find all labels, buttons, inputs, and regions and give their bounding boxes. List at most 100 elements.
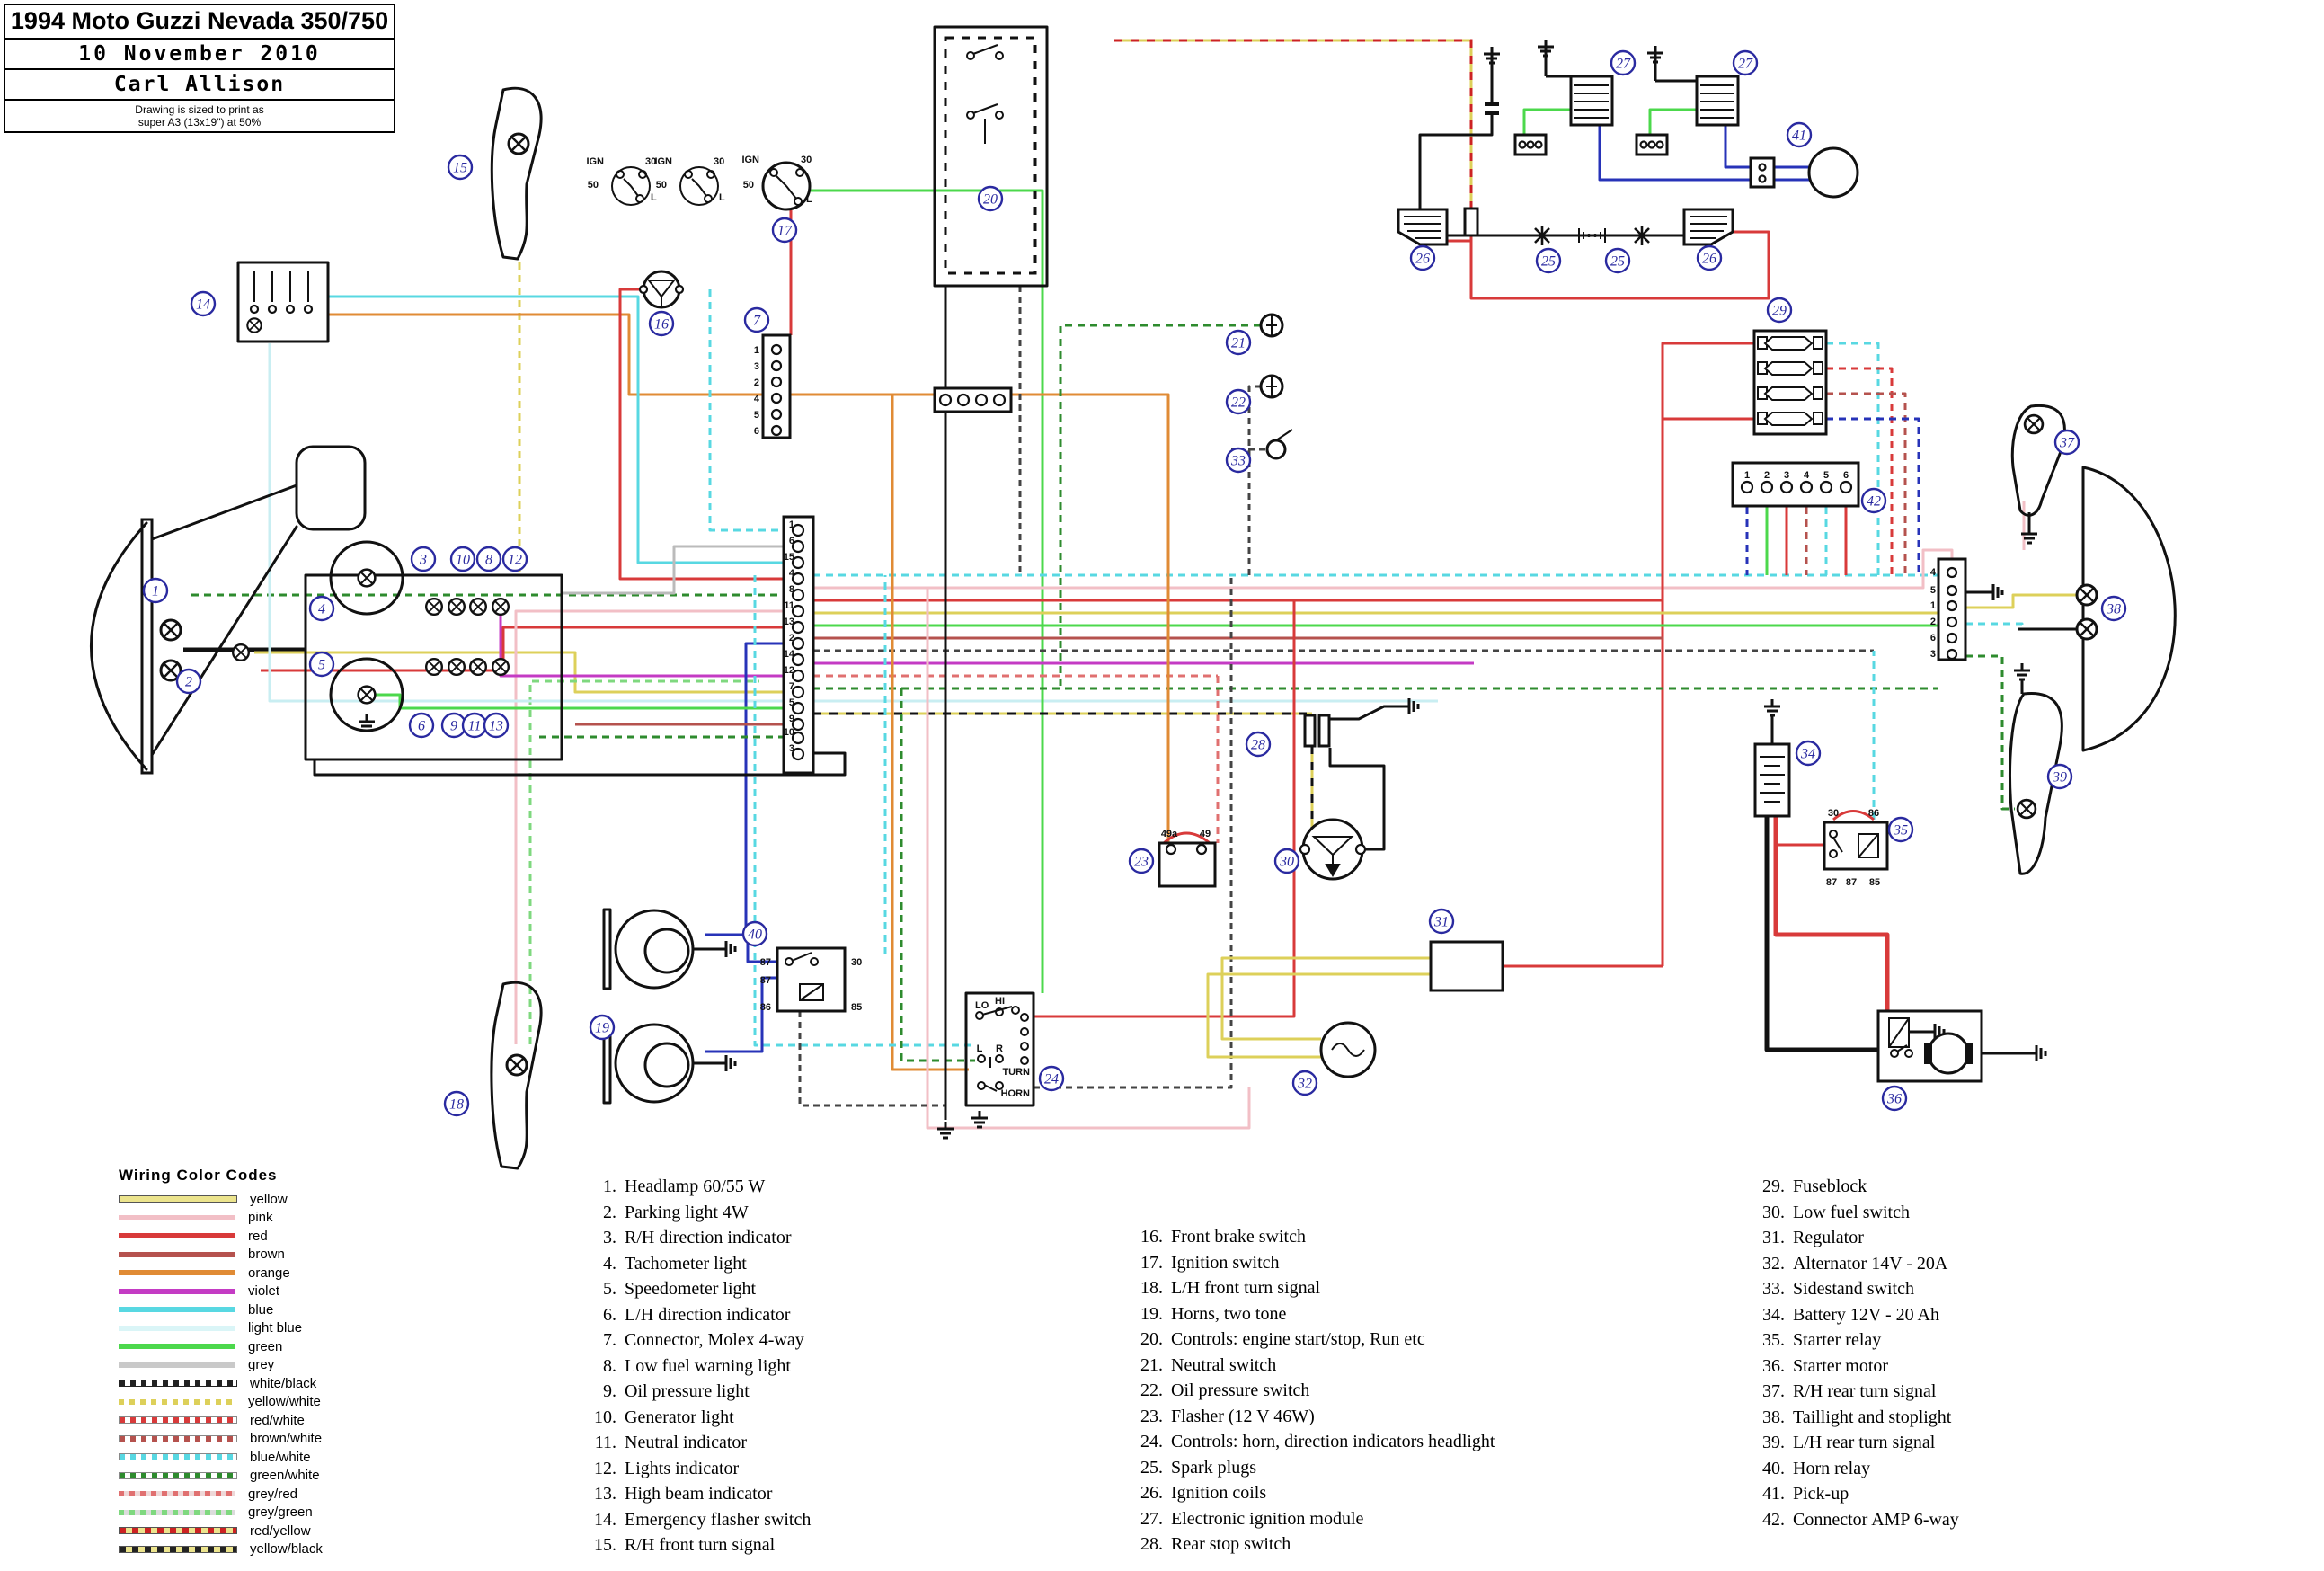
main-connector bbox=[782, 515, 815, 775]
parts-item: 24.Controls: horn, direction indicators … bbox=[1140, 1432, 1495, 1451]
legend-label: green/white bbox=[250, 1468, 320, 1484]
pin-label: 87 bbox=[1846, 877, 1857, 888]
parts-item: 21.Neutral switch bbox=[1140, 1354, 1277, 1375]
callout-number: 13 bbox=[489, 719, 503, 734]
parts-item: 38.Taillight and stoplight bbox=[1762, 1407, 1952, 1427]
callout-number: 9 bbox=[450, 719, 457, 734]
callout-number: 33 bbox=[1230, 454, 1246, 469]
parts-item: 7.Connector, Molex 4-way bbox=[603, 1330, 804, 1350]
callout-number: 32 bbox=[1297, 1077, 1312, 1092]
pin-label: L bbox=[719, 192, 725, 203]
callout-number: 36 bbox=[1886, 1092, 1902, 1107]
parts-item: 20.Controls: engine start/stop, Run etc bbox=[1140, 1329, 1425, 1349]
callout-circle bbox=[501, 546, 528, 572]
legend-entry: light blue bbox=[119, 1319, 388, 1338]
legend-label: blue/white bbox=[250, 1449, 311, 1465]
pin-label: TURN bbox=[1002, 1067, 1030, 1078]
callout-number: 1 bbox=[152, 584, 159, 599]
parts-item: 22.Oil pressure switch bbox=[1140, 1380, 1310, 1400]
pin-label: 30 bbox=[1828, 808, 1839, 819]
legend-label: grey/green bbox=[248, 1504, 313, 1521]
legend-swatch bbox=[119, 1527, 237, 1535]
legend-swatch bbox=[119, 1509, 235, 1515]
legend-label: grey bbox=[248, 1357, 275, 1373]
pin-label: LO bbox=[975, 1000, 989, 1011]
pin-label: 30 bbox=[714, 156, 724, 167]
pin-label: 2 bbox=[789, 633, 794, 643]
pin-label: 87 bbox=[1826, 877, 1837, 888]
drawing-title: 1994 Moto Guzzi Nevada 350/750 bbox=[5, 5, 394, 40]
pin-label: 1 bbox=[1930, 600, 1936, 611]
pin-label: 14 bbox=[784, 649, 795, 660]
parts-item: 31.Regulator bbox=[1762, 1228, 1864, 1247]
legend-swatch bbox=[119, 1398, 235, 1405]
legend-label: red bbox=[248, 1228, 268, 1244]
callout-circle bbox=[142, 577, 169, 604]
legend-swatch bbox=[119, 1434, 237, 1442]
legend-swatch bbox=[119, 1233, 235, 1239]
horns bbox=[602, 908, 737, 1105]
callout-circle bbox=[743, 306, 770, 333]
legend-swatch bbox=[119, 1362, 235, 1368]
legend-entry: orange bbox=[119, 1264, 388, 1283]
callout-number: 40 bbox=[748, 928, 762, 943]
legend-label: green bbox=[248, 1338, 283, 1354]
callout-circle bbox=[1245, 731, 1272, 758]
legend-entry: yellow/white bbox=[119, 1393, 388, 1412]
legend-label: light blue bbox=[248, 1320, 303, 1336]
callout-number: 18 bbox=[449, 1097, 464, 1113]
callout-number: 2 bbox=[185, 675, 192, 690]
parts-item: 12.Lights indicator bbox=[594, 1458, 740, 1478]
legend-label: yellow/white bbox=[248, 1394, 321, 1410]
instrument-cluster bbox=[304, 540, 563, 761]
pin-label: 30 bbox=[851, 957, 862, 968]
callout-number: 8 bbox=[485, 553, 492, 568]
legend-entry: yellow bbox=[119, 1190, 388, 1209]
callout-circle bbox=[2046, 763, 2073, 790]
legend-label: violet bbox=[248, 1283, 280, 1300]
callout-number: 11 bbox=[468, 719, 482, 734]
callout-circle bbox=[589, 1014, 616, 1041]
legend-entry: white/black bbox=[119, 1374, 388, 1393]
legend-label: brown/white bbox=[250, 1431, 323, 1447]
parts-item: 13.High beam indicator bbox=[594, 1484, 773, 1504]
legend-entry: brown/white bbox=[119, 1430, 388, 1449]
callout-number: 16 bbox=[654, 317, 669, 333]
legend-entry: pink bbox=[119, 1209, 388, 1228]
parts-item: 28.Rear stop switch bbox=[1140, 1534, 1291, 1554]
legend-title: Wiring Color Codes bbox=[119, 1167, 278, 1184]
pin-label: 30 bbox=[645, 156, 656, 167]
pin-label: 86 bbox=[1868, 808, 1879, 819]
ignition-switch-group bbox=[611, 161, 812, 211]
callout-number: 31 bbox=[1433, 915, 1449, 930]
legend-entry: blue/white bbox=[119, 1448, 388, 1467]
parts-item: 37.R/H rear turn signal bbox=[1762, 1381, 1937, 1401]
callout-number: 42 bbox=[1867, 494, 1881, 510]
callout-circle bbox=[483, 712, 510, 739]
parts-item: 34.Battery 12V - 20 Ah bbox=[1762, 1304, 1939, 1325]
legend-swatch bbox=[119, 1325, 235, 1331]
pin-label: 3 bbox=[754, 361, 759, 372]
pin-label: 3 bbox=[1930, 649, 1936, 660]
parts-item: 5.Speedometer light bbox=[603, 1279, 757, 1299]
parts-item: 2.Parking light 4W bbox=[603, 1202, 749, 1222]
rh-front-turn-signal bbox=[490, 86, 543, 261]
callout-number: 24 bbox=[1044, 1072, 1059, 1087]
callout-number: 27 bbox=[1616, 57, 1631, 72]
legend-entry: blue bbox=[119, 1300, 388, 1319]
parts-item: 25.Spark plugs bbox=[1140, 1457, 1256, 1478]
callout-number: 29 bbox=[1772, 304, 1787, 319]
pin-label: 4 bbox=[754, 394, 760, 404]
callout-circle bbox=[1860, 487, 1887, 514]
legend-label: red/white bbox=[250, 1412, 305, 1428]
parts-item: 10.Generator light bbox=[594, 1407, 734, 1427]
callout-circle bbox=[175, 668, 202, 695]
parts-item: 41.Pick-up bbox=[1762, 1484, 1849, 1504]
callout-circle bbox=[308, 595, 335, 622]
wire-harness bbox=[183, 39, 2078, 1130]
legend-entry: brown bbox=[119, 1246, 388, 1265]
molex-connector bbox=[761, 333, 792, 439]
